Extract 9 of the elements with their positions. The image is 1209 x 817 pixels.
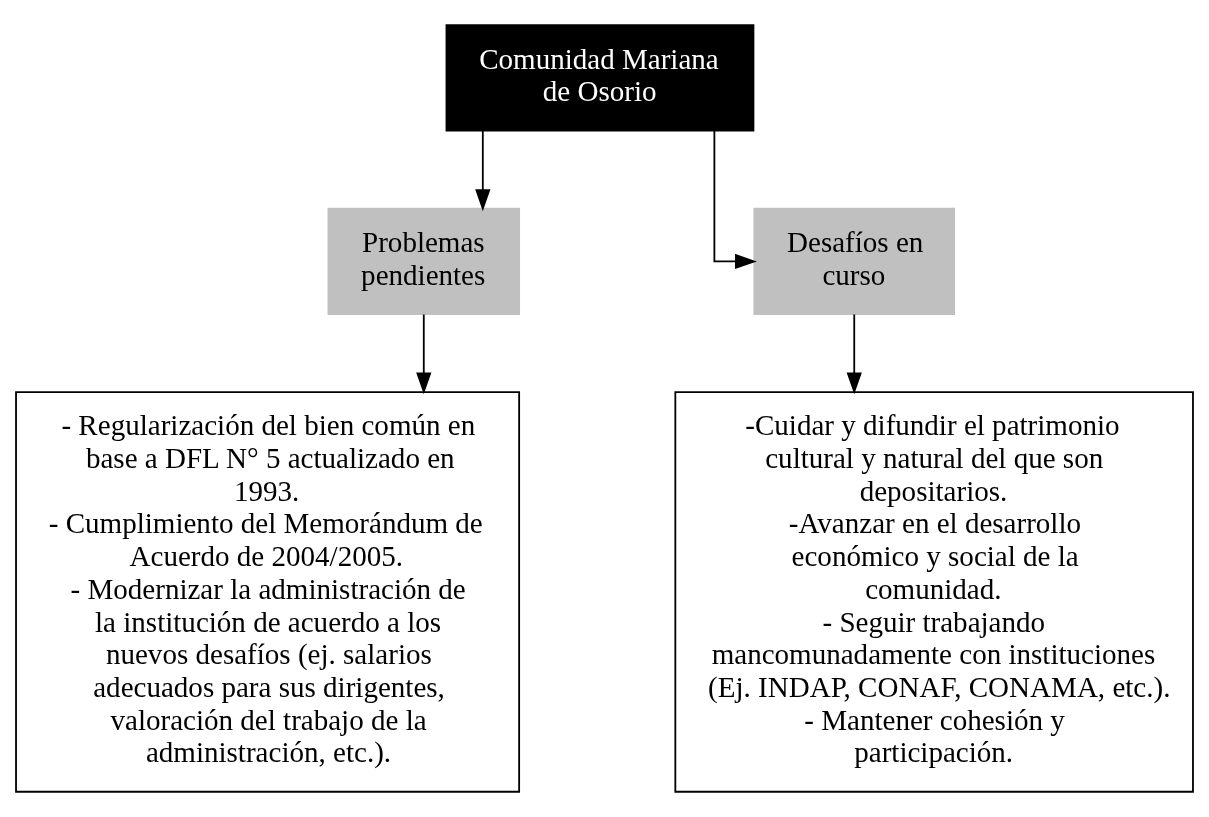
node-box: Comunidad Mariana de Osorio: [445, 24, 755, 132]
node-box: -Cuidar y difundir el patrimonio cultural y natural del que son depositarios. -Avanzar en el desarrollo económico y social de la comunidad. - Seguir trabajando mancomunadamente con instituciones (Ej. INDAP, CONAF, CONAMA, etc.). - Mantener cohesión y participación.: [674, 391, 1194, 793]
node-box: - Regularización del bien común en base a DFL N° 5 actualizado en 1993. - Cumplimiento del Memorándum de Acuerdo de 2004/2005. - Modernizar la administración de la institución de acuerdo a los nuevos desafíos (ej. salarios adecuados para sus dirigentes, valoración del trabajo de la administración, etc.).: [15, 391, 521, 793]
arrow: [475, 130, 491, 212]
arrow: [416, 313, 432, 395]
node-box: Problemas pendientes: [327, 207, 521, 315]
node-box: Desafíos en curso: [753, 207, 956, 315]
arrow: [713, 130, 757, 270]
arrow: [846, 313, 862, 395]
